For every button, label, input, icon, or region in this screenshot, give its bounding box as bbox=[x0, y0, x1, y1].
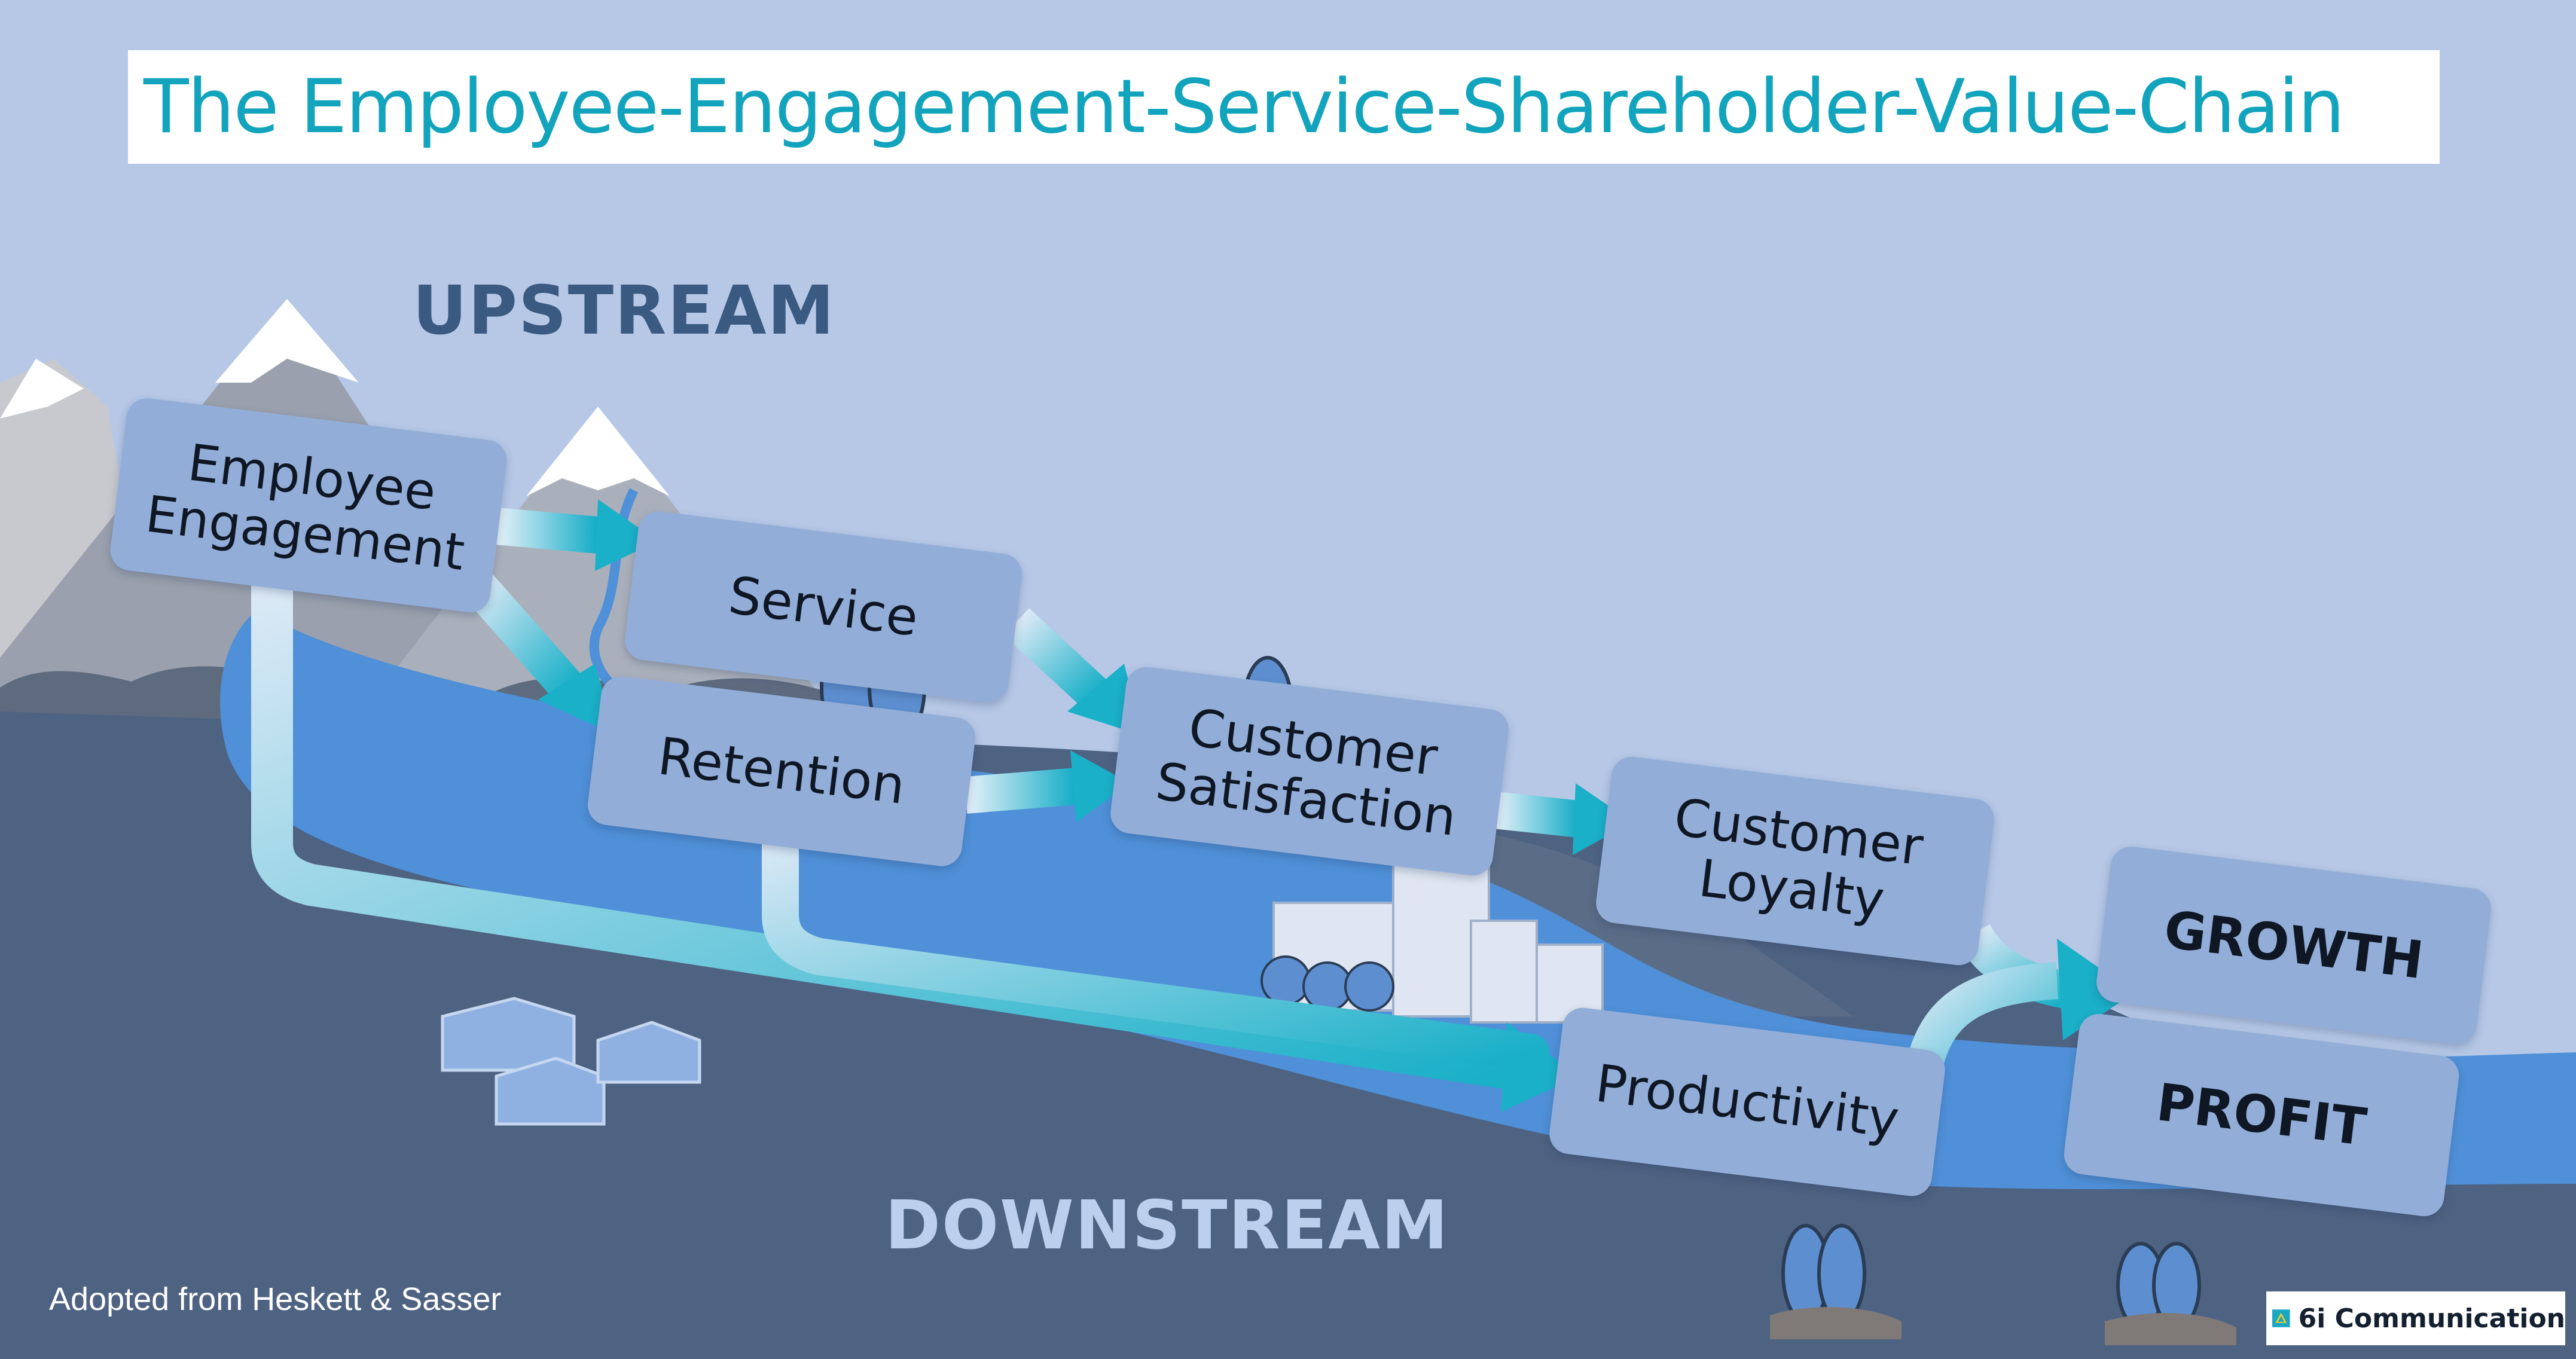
node-label: Customer Loyalty bbox=[1671, 787, 1927, 931]
arrow-ee-to-productivity bbox=[251, 565, 1540, 1091]
node-label: Customer Satisfaction bbox=[1152, 697, 1460, 848]
arrows bbox=[251, 499, 2135, 1112]
brand-name: 6i Communication bbox=[2298, 1303, 2565, 1334]
node-label: PROFIT bbox=[2153, 1072, 2370, 1158]
arrow-retention-to-cs bbox=[964, 768, 1078, 814]
triangle-logo-icon bbox=[2272, 1309, 2290, 1327]
source-credit: Adopted from Heskett & Sasser bbox=[49, 1281, 502, 1317]
node-label: GROWTH bbox=[2160, 899, 2427, 991]
arrow-service-to-cs bbox=[1003, 608, 1107, 707]
node-label: Productivity bbox=[1592, 1053, 1903, 1150]
page-title: The Employee-Engagement-Service-Sharehol… bbox=[144, 64, 2345, 150]
node-label: Retention bbox=[655, 726, 908, 816]
arrow-ee-to-service bbox=[495, 508, 600, 554]
title-banner: The Employee-Engagement-Service-Sharehol… bbox=[128, 50, 2440, 164]
brand-badge: 6i Communication bbox=[2266, 1291, 2565, 1345]
upstream-label: UPSTREAM bbox=[413, 272, 835, 350]
node-label: Service bbox=[725, 565, 921, 648]
houses bbox=[441, 997, 701, 1126]
trees-lower bbox=[1781, 1224, 2201, 1329]
arrow-retention-to-productivity bbox=[762, 816, 1549, 1071]
arrow-cs-to-cl bbox=[1493, 792, 1581, 838]
downstream-label: DOWNSTREAM bbox=[885, 1187, 1449, 1265]
node-label: Employee Engagement bbox=[142, 433, 468, 582]
arrow-ee-to-retention bbox=[464, 573, 582, 700]
